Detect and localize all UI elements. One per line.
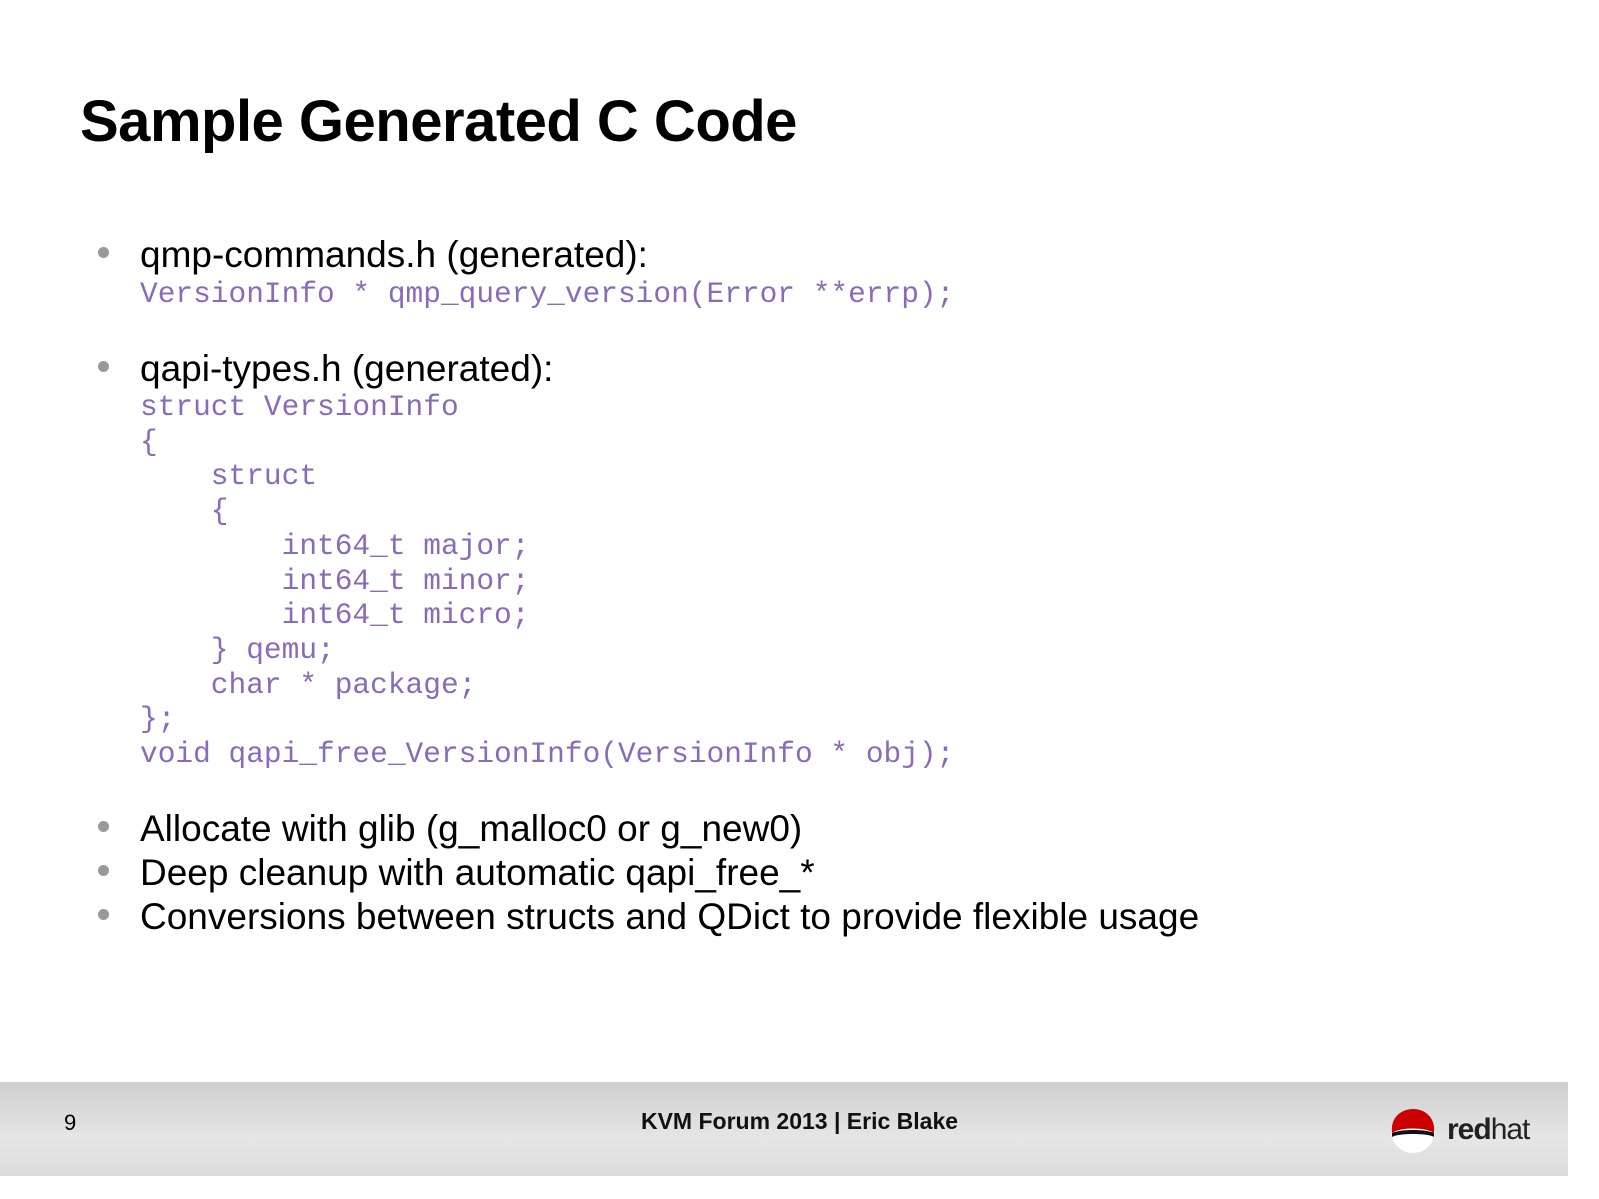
logo-red: red (1447, 1113, 1492, 1146)
code-block: VersionInfo * qmp_query_version(Error **… (140, 277, 955, 311)
logo-hat: hat (1490, 1113, 1531, 1146)
bullet-text: Allocate with glib (g_malloc0 or g_new0) (140, 808, 803, 849)
bullet-icon (98, 909, 109, 920)
slide-title: Sample Generated C Code (80, 89, 797, 154)
footer-bar (0, 1082, 1568, 1176)
redhat-wordmark: redhat (1447, 1113, 1531, 1147)
bullet-text: Deep cleanup with automatic qapi_free_* (140, 852, 815, 893)
footer-text: KVM Forum 2013 | Eric Blake (640, 1108, 959, 1134)
bullet-icon (98, 865, 109, 876)
page-number: 9 (64, 1110, 77, 1135)
bullet-text: qapi-types.h (generated): (140, 348, 554, 389)
bullet-icon (98, 247, 109, 258)
code-block: struct VersionInfo { struct { int64_t ma… (140, 390, 955, 772)
bullet-icon (98, 361, 109, 372)
bullet-icon (98, 821, 109, 832)
bullet-text: Conversions between structs and QDict to… (140, 896, 1200, 937)
redhat-logo-icon (1391, 1109, 1435, 1153)
bullet-text: qmp-commands.h (generated): (140, 234, 648, 275)
